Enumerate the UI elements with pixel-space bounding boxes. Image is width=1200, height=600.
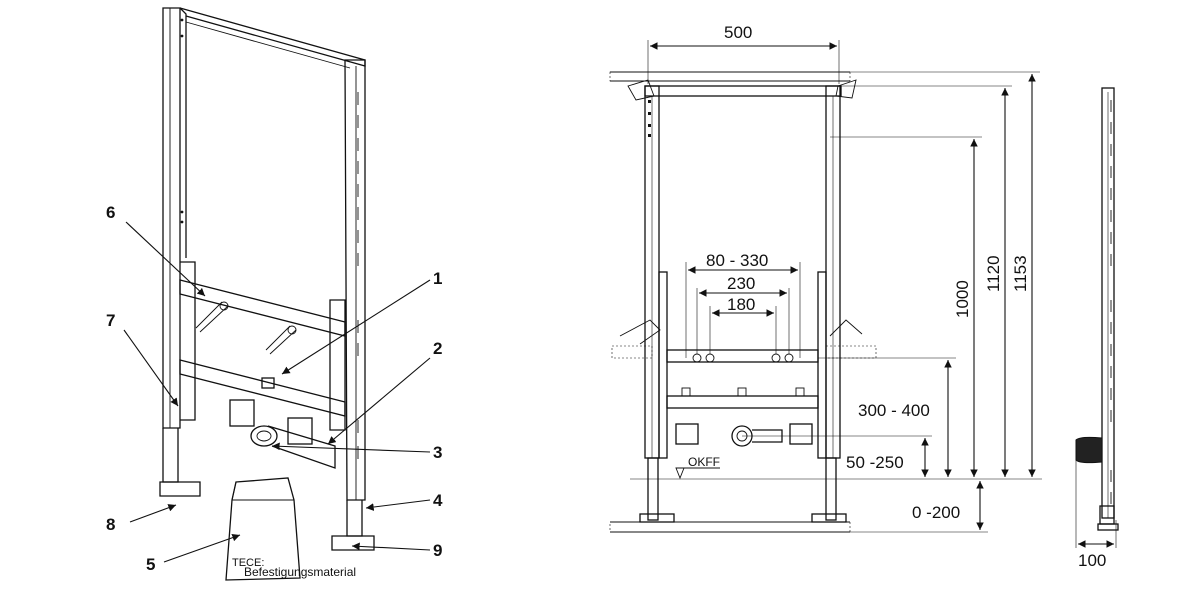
dim-height-1000: 1000 [953,280,972,318]
bag-small-text: Befestigungsmaterial [244,565,356,579]
floor-reference-okff: OKFF [688,455,720,469]
dim-depth-100: 100 [1078,551,1106,570]
callout-3: 3 [433,443,442,462]
dim-width-500: 500 [724,23,752,42]
bag-brand-text: TECE: [232,557,264,569]
callout-8: 8 [106,515,115,534]
callout-2: 2 [433,339,442,358]
side-elevation-view [1075,87,1119,548]
front-view-dimensions [630,40,1042,533]
dim-height-1120: 1120 [984,255,1003,292]
dim-spacing-range: 80 - 330 [706,251,768,270]
dim-height-1153: 1153 [1011,255,1030,292]
isometric-frame-view: TECE: Befestigungsmaterial [159,7,375,581]
dim-height-50-250: 50 -250 [846,453,904,472]
callout-5: 5 [146,555,155,574]
callout-6: 6 [106,203,115,222]
dim-height-300-400: 300 - 400 [858,401,930,420]
dim-floor-0-200: 0 -200 [912,503,960,522]
callout-4: 4 [433,491,443,510]
callout-9: 9 [433,541,442,560]
dim-spacing-180: 180 [727,295,755,314]
callout-leaders [123,221,431,563]
front-elevation-view [609,71,877,533]
dim-spacing-230: 230 [727,274,755,293]
callout-1: 1 [433,269,442,288]
callout-7: 7 [106,311,115,330]
